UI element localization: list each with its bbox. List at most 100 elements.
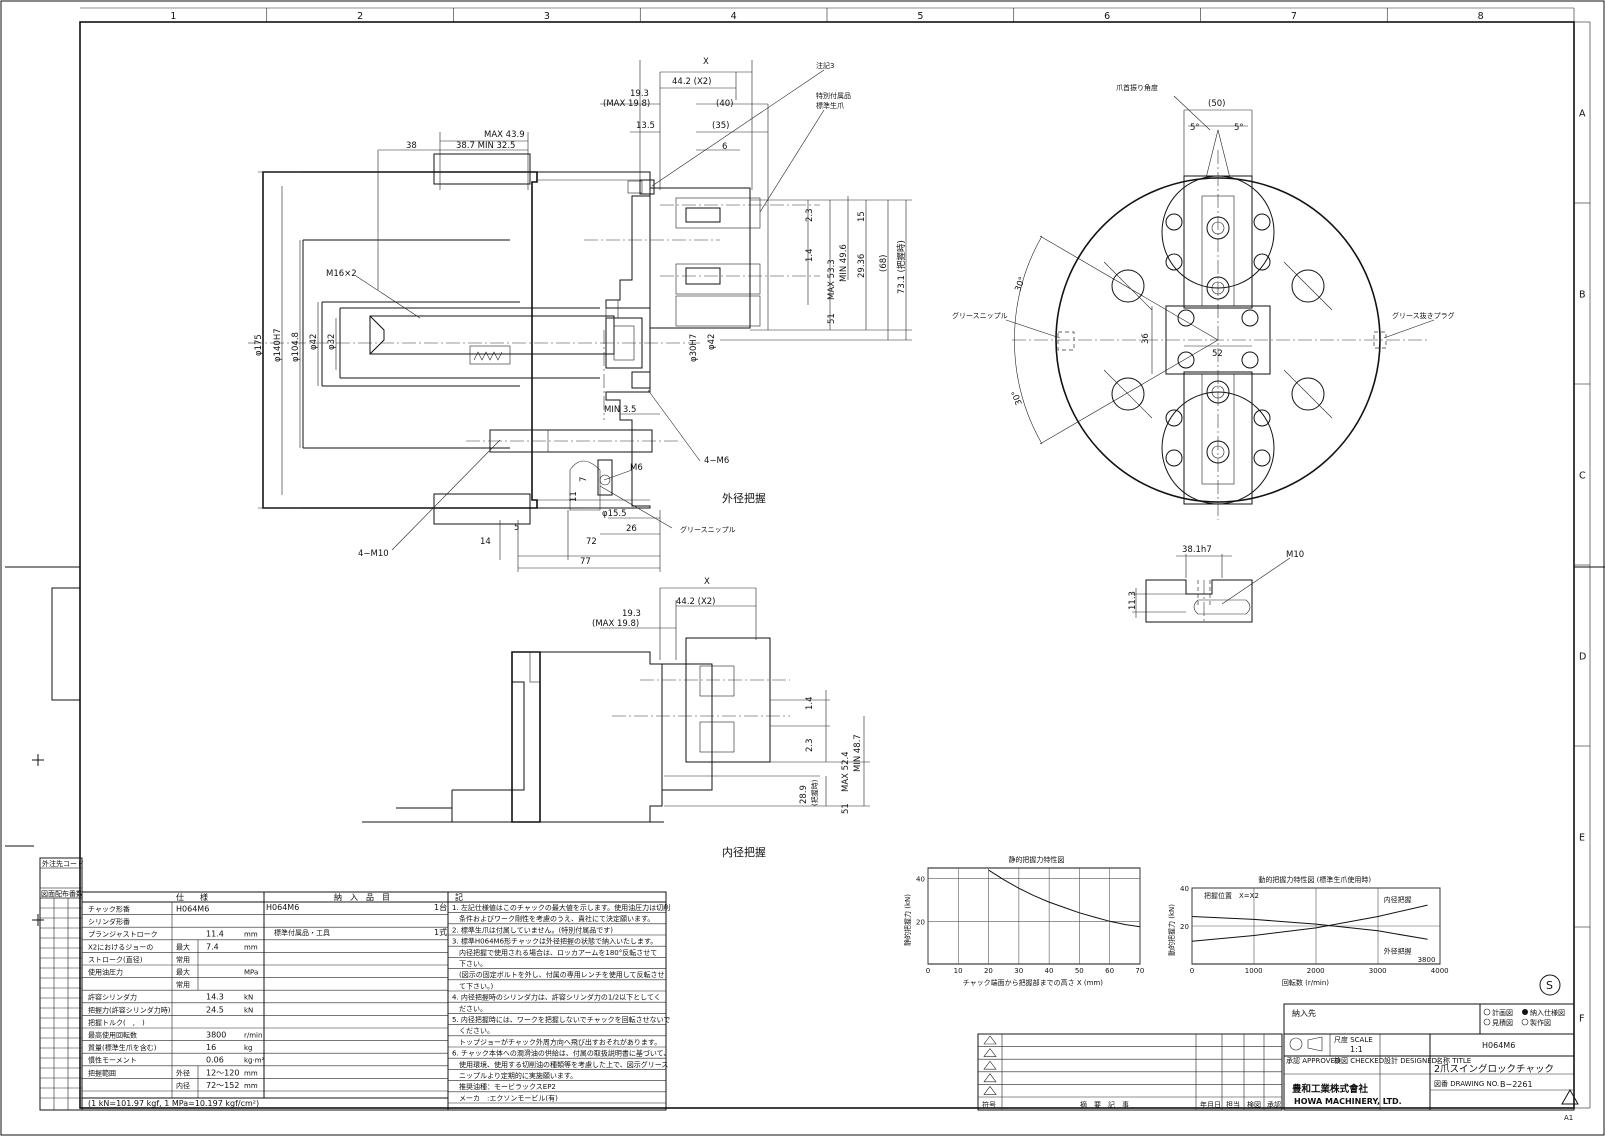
plan-dim-50: (50) bbox=[1208, 99, 1225, 109]
spec-unit: kN bbox=[244, 1006, 253, 1014]
note-line: て下さい。) bbox=[452, 982, 493, 990]
note-line: 下さい。 bbox=[452, 960, 487, 968]
dim-phi-30h7: φ30H7 bbox=[689, 334, 699, 362]
plan-dim-36: 36 bbox=[1141, 333, 1151, 344]
note-line: (図示の固定ボルトを外し、付属の専用レンチを使用して反転させ bbox=[452, 970, 665, 979]
revision-header: 承認 bbox=[1267, 1100, 1281, 1109]
x-axis-label: チャック端面から把握部までの高さ X (mm) bbox=[963, 978, 1104, 987]
jaw-detail-view bbox=[1132, 554, 1290, 622]
approved-label: 承認 APPROVED bbox=[1286, 1056, 1340, 1065]
zone-top-8: 8 bbox=[1478, 11, 1484, 22]
note-line: 推奨油種：モービラックスEP2 bbox=[452, 1082, 556, 1091]
plan-angle-30-upper: 30° bbox=[1013, 275, 1028, 293]
lower-dim-1-4: 1.4 bbox=[805, 696, 815, 710]
revision-header: 摘 要 記 事 bbox=[1080, 1100, 1129, 1109]
dim-29-36: 29.36 bbox=[857, 254, 867, 278]
spec-unit: kg bbox=[244, 1044, 253, 1052]
dim-min-3-5: MIN 3.5 bbox=[604, 405, 636, 415]
company-name-en: HOWA MACHINERY, LTD. bbox=[1294, 1097, 1402, 1106]
spec-sublabel: 最大 bbox=[176, 942, 190, 951]
dim-6: 6 bbox=[722, 142, 727, 152]
zone-top-6: 6 bbox=[1104, 11, 1110, 22]
x-tick-label: 30 bbox=[1014, 967, 1023, 975]
legend-plan: 計画図 bbox=[1492, 1008, 1513, 1017]
dim-51: 51 bbox=[827, 313, 837, 324]
spec-label: X2におけるジョーの bbox=[88, 943, 153, 951]
x-axis-label: 回転数 (r/min) bbox=[1282, 978, 1329, 987]
note-3-callout: 注記3 bbox=[816, 61, 834, 70]
spec-header: 仕 様 bbox=[176, 892, 208, 902]
plan-angle-5-left: 5° bbox=[1190, 123, 1200, 133]
note-line: 5. 内径把握時には、ワークを把握しないでチャックを回転させないで bbox=[452, 1015, 670, 1024]
lower-dim-28-9-note: (把握時) bbox=[810, 779, 819, 806]
drawing-number: B−2261 bbox=[1500, 1080, 1533, 1089]
unit-conversion-note: (1 kN=101.97 kgf, 1 MPa=10.197 kgf/cm²) bbox=[88, 1099, 259, 1108]
drawing-title: 2爪スイングロックチャック bbox=[1434, 1063, 1554, 1075]
spec-label: 最高使用回転数 bbox=[88, 1031, 137, 1040]
x-tick-label: 10 bbox=[954, 967, 963, 975]
spec-unit: mm bbox=[244, 931, 258, 939]
note-line: トップジョーがチャック外周方向へ飛び出すおそれがあります。 bbox=[452, 1037, 661, 1046]
zone-top-5: 5 bbox=[917, 11, 923, 22]
legend-manufacturing: 製作図 bbox=[1530, 1018, 1551, 1027]
standard-soft-jaw-callout: 標準生爪 bbox=[816, 101, 844, 110]
plan-view bbox=[1006, 96, 1434, 520]
spec-value: 24.5 bbox=[206, 1005, 224, 1014]
dim-13-5: 13.5 bbox=[636, 121, 655, 131]
spec-value: 0.06 bbox=[206, 1056, 224, 1065]
y-tick-label: 20 bbox=[916, 918, 925, 926]
x-tick-label: 40 bbox=[1045, 967, 1054, 975]
dim-35: (35) bbox=[712, 121, 729, 131]
revision-header: 符号 bbox=[982, 1100, 996, 1109]
note-line: 内径把握で使用される場合は、ロッカアームを180°反転させて bbox=[452, 948, 657, 957]
x-tick-label: 4000 bbox=[1431, 967, 1449, 975]
internal-grip-labels: X 44.2 (X2) 19.3 (MAX 19.8) 1.4 2.3 MAX … bbox=[592, 577, 863, 859]
note-line: メーカ :エクソンモービル(有) bbox=[452, 1093, 558, 1102]
jaw-dim-11-3: 11.3 bbox=[1128, 591, 1138, 610]
lower-dim-max-19-8: (MAX 19.8) bbox=[592, 619, 639, 629]
note-line: 使用環境、使用する切削油の種類等を考慮した上で、図示グリース bbox=[452, 1060, 668, 1069]
spec-value: 3800 bbox=[206, 1031, 226, 1040]
dim-phi-15-5: φ15.5 bbox=[602, 509, 627, 519]
y-axis-label: 静的把握力 (kN) bbox=[903, 894, 912, 946]
legend-quotation: 見積図 bbox=[1492, 1018, 1513, 1027]
grease-drain-plug-label: グリース抜きプラグ bbox=[1392, 311, 1455, 320]
revision-header: 年月日 bbox=[1200, 1100, 1221, 1109]
zone-top-7: 7 bbox=[1291, 11, 1297, 22]
lower-dim-2-3: 2.3 bbox=[805, 738, 815, 752]
designed-label: 設計 DESIGNED bbox=[1384, 1056, 1437, 1065]
revision-mark bbox=[984, 1036, 996, 1044]
zone-side-D: D bbox=[1579, 652, 1586, 663]
notes-header: 記 bbox=[455, 892, 463, 902]
spec-value: 11.4 bbox=[206, 930, 224, 939]
zone-top-2: 2 bbox=[357, 11, 363, 22]
revision-mark bbox=[984, 1074, 996, 1082]
dim-5: 5 bbox=[514, 523, 519, 533]
spec-sublabel: 常用 bbox=[176, 955, 190, 964]
dim-40: (40) bbox=[716, 99, 733, 109]
grip-position-annotation: 把握位置 X=X2 bbox=[1204, 891, 1259, 900]
spec-unit: r/min bbox=[244, 1032, 262, 1040]
x-tick-label: 70 bbox=[1135, 967, 1144, 975]
jaw-swing-angle-label: 爪首振り角度 bbox=[1116, 83, 1158, 92]
chart-title: 静的把握力特性図 bbox=[1008, 855, 1064, 864]
spec-value: 7.4 bbox=[206, 942, 219, 951]
spec-unit: kg·m² bbox=[244, 1057, 265, 1065]
dim-7: 7 bbox=[579, 477, 589, 482]
spec-label: 把握力(許容シリンダ力時) bbox=[88, 1005, 171, 1014]
x-tick-label: 0 bbox=[926, 967, 930, 975]
spec-sublabel: 内径 bbox=[176, 1081, 190, 1090]
zone-side-A: A bbox=[1579, 109, 1586, 120]
spec-label: 慣性モーメント bbox=[88, 1056, 137, 1065]
revision-mark bbox=[984, 1061, 996, 1069]
dim-73-1: 73.1 (把握時) bbox=[896, 240, 907, 294]
dim-11: 11 bbox=[569, 491, 579, 502]
dim-phi-32: φ32 bbox=[327, 334, 337, 350]
spec-unit: mm bbox=[244, 943, 258, 951]
lower-dim-x: X bbox=[704, 577, 710, 587]
revision-triangle bbox=[1562, 1090, 1578, 1104]
lower-dim-max-52-4: MAX 52.4 bbox=[841, 751, 851, 792]
